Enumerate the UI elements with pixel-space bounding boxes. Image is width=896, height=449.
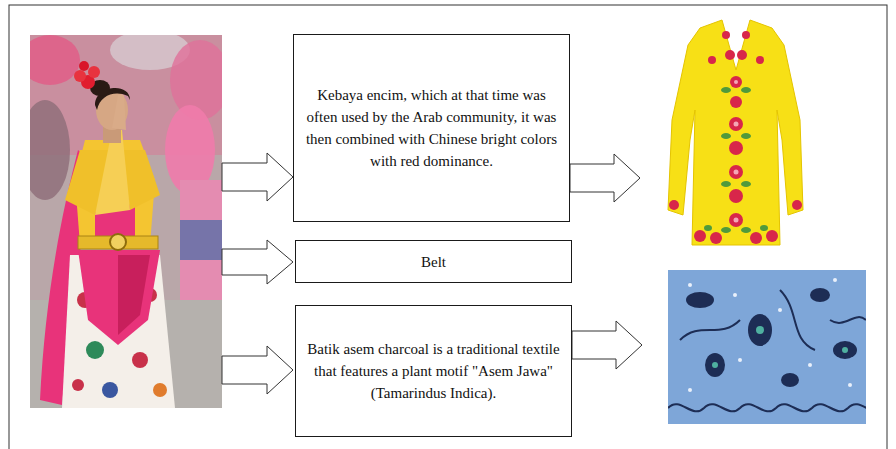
kebaya-image — [669, 200, 679, 210]
dancer-photo — [153, 383, 167, 397]
kebaya-image — [734, 170, 739, 175]
batik-image — [705, 353, 725, 377]
kebaya-image — [741, 87, 751, 93]
batik-image — [810, 288, 830, 302]
dancer-photo — [88, 66, 100, 78]
kebaya-image — [792, 200, 802, 210]
kebaya-image — [760, 225, 768, 231]
dancer-photo — [102, 382, 118, 398]
batik-image — [668, 270, 866, 424]
batik-image — [778, 308, 782, 312]
kebaya-image — [756, 56, 764, 64]
kebaya-image — [734, 80, 738, 84]
kebaya-image — [668, 20, 803, 245]
kebaya-image — [704, 225, 712, 231]
kebaya-image — [741, 133, 751, 139]
batik-image — [668, 290, 866, 411]
outer-frame — [9, 5, 887, 449]
batik-image — [688, 283, 692, 287]
kebaya-image — [721, 181, 731, 187]
kebaya-image — [729, 189, 743, 203]
kebaya-image — [741, 181, 751, 187]
kebaya-image — [721, 87, 731, 93]
box-text: Belt — [421, 251, 446, 273]
kebaya-image — [668, 20, 803, 245]
kebaya-image — [730, 76, 742, 88]
kebaya-image — [742, 31, 750, 39]
dancer-photo — [79, 61, 89, 71]
batik-image — [712, 362, 718, 368]
dancer-photo — [132, 352, 148, 368]
dancer-photo — [72, 379, 84, 391]
block-arrow — [222, 240, 293, 284]
kebaya-image — [708, 56, 716, 64]
kebaya-image — [729, 117, 743, 131]
batik-image — [780, 290, 815, 350]
text-box: Kebaya encim, which at that time was oft… — [293, 34, 570, 222]
dancer-photo — [30, 100, 70, 200]
batik-image — [808, 363, 812, 367]
batik-image — [688, 388, 692, 392]
batik-image — [668, 270, 866, 424]
batik-image — [686, 292, 714, 308]
kebaya-image — [722, 31, 730, 39]
kebaya-image — [669, 31, 802, 244]
dancer-photo — [30, 35, 80, 85]
batik-image — [738, 358, 742, 362]
box-text: Batik asem charcoal is a traditional tex… — [306, 338, 561, 404]
block-arrow — [570, 154, 640, 202]
block-arrow — [222, 346, 293, 394]
text-box: Belt — [295, 240, 572, 283]
kebaya-image — [729, 213, 743, 227]
block-arrow — [572, 321, 642, 369]
dancer-photo — [78, 250, 160, 345]
batik-image — [833, 341, 857, 359]
batik-image — [756, 326, 764, 334]
kebaya-image — [734, 122, 739, 127]
dancer-photo — [118, 255, 150, 335]
kebaya-image — [704, 87, 768, 233]
kebaya-image — [729, 141, 743, 155]
block-arrow — [222, 153, 293, 201]
text-box: Batik asem charcoal is a traditional tex… — [295, 305, 572, 437]
batik-image — [668, 404, 866, 411]
batik-image — [712, 326, 848, 368]
box-text: Kebaya encim, which at that time was oft… — [304, 84, 559, 172]
kebaya-image — [734, 80, 739, 223]
kebaya-image — [710, 232, 722, 244]
dancer-photo — [62, 255, 175, 408]
batik-image — [848, 383, 852, 387]
batik-image — [748, 314, 772, 346]
kebaya-image — [737, 50, 747, 60]
kebaya-image — [766, 230, 778, 242]
kebaya-image — [721, 227, 731, 233]
dancer-photo — [112, 95, 126, 130]
batik-image — [833, 278, 837, 282]
dancer-photo — [74, 70, 86, 82]
batik-image — [680, 320, 740, 340]
dancer-photo — [110, 234, 126, 250]
batik-image — [781, 373, 799, 387]
dancer-photo — [86, 341, 104, 359]
kebaya-image — [730, 96, 742, 108]
kebaya-image — [734, 218, 739, 223]
batik-image — [842, 347, 848, 353]
dancer-photo — [180, 220, 222, 260]
batik-image — [688, 278, 852, 392]
dancer-photo — [180, 180, 222, 300]
batik-image — [686, 288, 857, 387]
kebaya-image — [750, 232, 762, 244]
kebaya-image — [741, 227, 751, 233]
kebaya-image — [729, 165, 743, 179]
kebaya-image — [725, 50, 735, 60]
batik-image — [830, 317, 866, 323]
kebaya-image — [694, 230, 706, 242]
dancer-photo — [30, 35, 222, 408]
batik-image — [733, 293, 737, 297]
kebaya-image — [721, 133, 731, 139]
